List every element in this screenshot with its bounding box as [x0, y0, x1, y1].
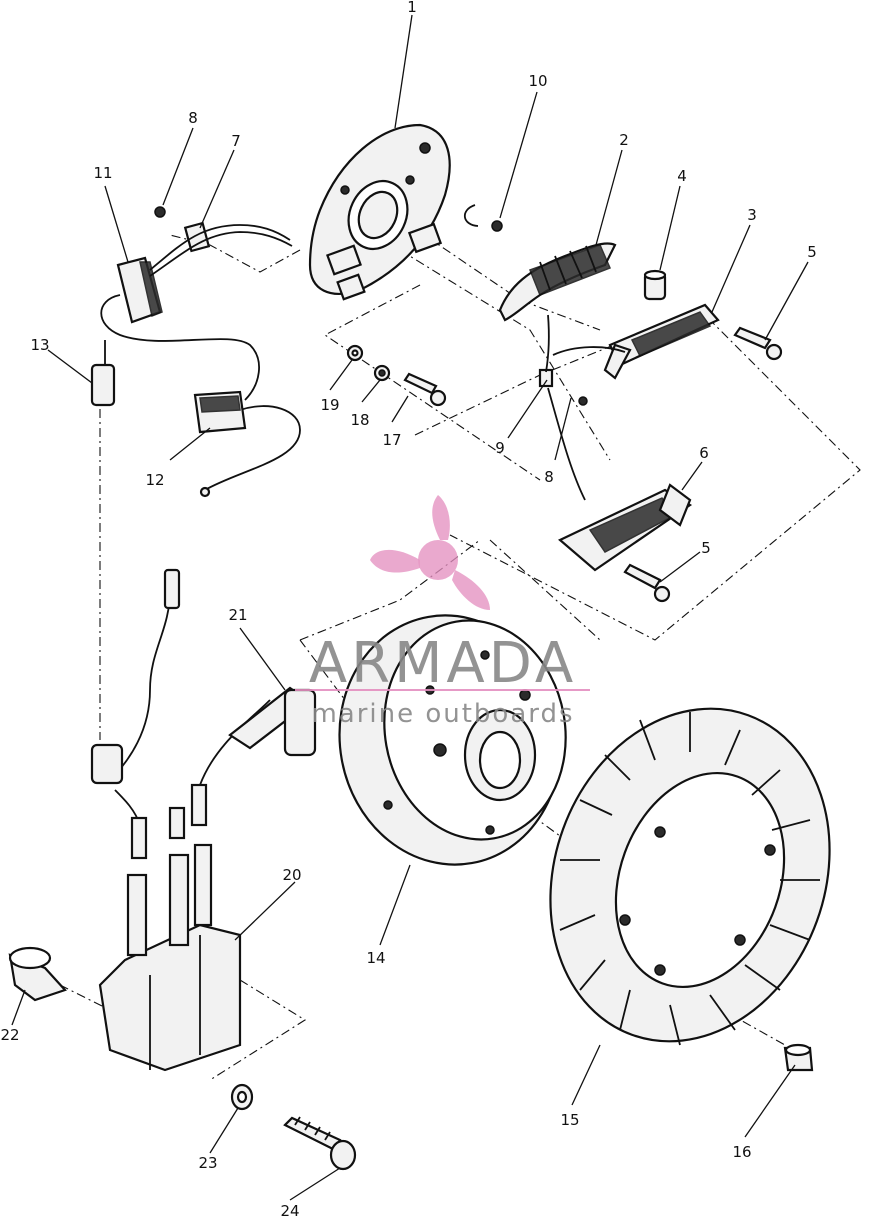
- callout-10: 10: [528, 72, 547, 90]
- wire-connector: [538, 368, 554, 388]
- callout-18: 18: [350, 411, 369, 429]
- leader-lines: [11, 14, 809, 1201]
- callout-8-upper: 8: [188, 109, 198, 127]
- callout-3: 3: [747, 206, 757, 224]
- stator-base-plate: [308, 123, 451, 301]
- bullet-connector: [163, 568, 181, 610]
- retaining-clip: [463, 204, 503, 232]
- rectifier: [193, 390, 247, 498]
- callout-15: 15: [560, 1111, 579, 1129]
- callout-5-lower: 5: [701, 539, 711, 557]
- callout-23: 23: [198, 1154, 217, 1172]
- washer-23: [230, 1083, 254, 1111]
- callout-labels: 1 2 3 4 5 5 6 7 8 8 9 10 11 12 13 14 15 …: [0, 0, 816, 1218]
- callout-7: 7: [231, 132, 241, 150]
- callout-9: 9: [495, 439, 505, 457]
- wire-harness: [100, 224, 626, 826]
- callout-8-lower: 8: [544, 468, 554, 486]
- brand-watermark: ARMADA marine outboards: [295, 495, 590, 729]
- callout-20: 20: [282, 866, 301, 884]
- spacer: [643, 269, 667, 301]
- callout-5-upper: 5: [807, 243, 817, 261]
- ignition-coil: [98, 783, 242, 1072]
- callout-6: 6: [699, 444, 709, 462]
- callout-22: 22: [0, 1026, 19, 1044]
- callout-17: 17: [382, 431, 401, 449]
- grommet: [8, 946, 67, 1002]
- callout-21: 21: [228, 606, 247, 624]
- screw-upper: [733, 326, 783, 361]
- washer-19: [346, 344, 364, 362]
- propeller-logo-icon: [370, 495, 490, 610]
- callout-24: 24: [280, 1202, 299, 1218]
- lock-washer-18: [373, 364, 391, 382]
- cdi-unit: [116, 256, 163, 324]
- bolt-24: [283, 1116, 357, 1171]
- charge-coil: [498, 242, 617, 322]
- callout-12: 12: [145, 471, 164, 489]
- callout-13: 13: [30, 336, 49, 354]
- lighting-coil: [557, 483, 693, 572]
- small-screw-upper: [154, 206, 166, 218]
- small-screw-lower: [578, 396, 588, 406]
- callout-16: 16: [732, 1143, 751, 1161]
- connector-13: [90, 363, 116, 407]
- cable-clamp: [183, 221, 211, 253]
- callout-4: 4: [677, 167, 687, 185]
- callout-19: 19: [320, 396, 339, 414]
- brand-tagline: marine outboards: [311, 699, 574, 729]
- screw-17: [403, 372, 447, 407]
- callout-11: 11: [93, 164, 112, 182]
- brand-name: ARMADA: [309, 631, 577, 696]
- screw-lower: [623, 563, 671, 603]
- callout-1: 1: [407, 0, 417, 16]
- pulser-coil: [603, 303, 720, 380]
- fan-bolt: [783, 1043, 814, 1072]
- cooling-fan-ring: [549, 707, 831, 1046]
- callout-2: 2: [619, 131, 629, 149]
- spark-plug-cap: [228, 686, 317, 757]
- coupler: [90, 743, 124, 785]
- flywheel: [338, 614, 567, 866]
- callout-14: 14: [366, 949, 385, 967]
